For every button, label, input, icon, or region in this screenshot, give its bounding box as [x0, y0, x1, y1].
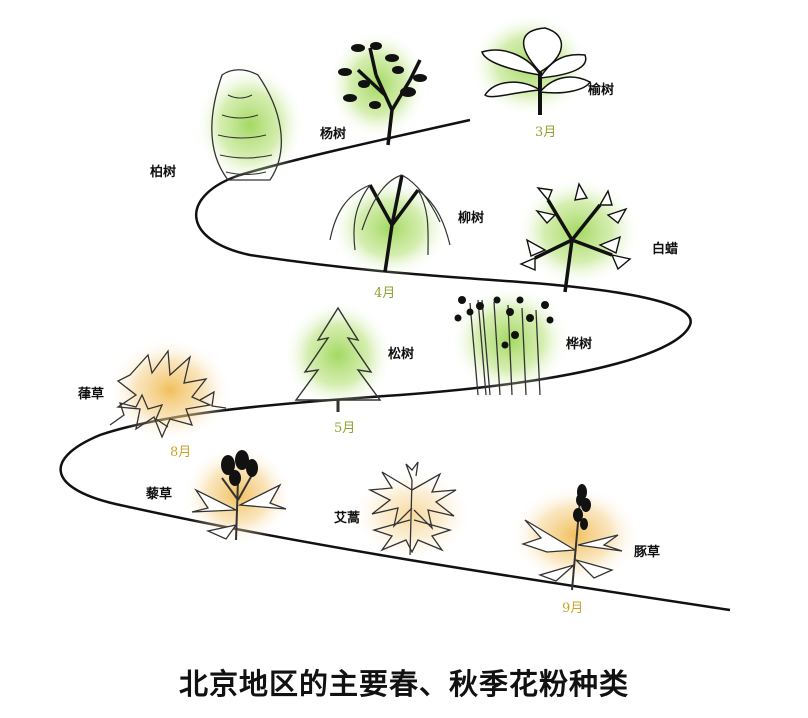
label-yang-shu: 杨树: [320, 126, 346, 142]
label-song-shu: 松树: [388, 346, 414, 362]
month-label-m8: 8月: [170, 445, 191, 460]
month-label-m9: 9月: [562, 601, 583, 616]
label-bai-shu: 柏树: [150, 164, 176, 180]
hop-illustration: [108, 338, 232, 442]
label-tun-cao: 豚草: [634, 544, 660, 560]
ragweed-illustration: [510, 484, 640, 591]
diagram-title: 北京地区的主要春、秋季花粉种类: [178, 667, 629, 701]
elm-illustration: [470, 13, 592, 117]
mugwort-illustration: [352, 461, 472, 560]
birch-illustration: [450, 285, 570, 396]
month-label-m3: 3月: [535, 125, 556, 140]
label-liu-shu: 柳树: [458, 210, 484, 226]
label-li-cao: 藜草: [145, 486, 172, 502]
timeline-path: [59, 118, 731, 612]
label-bai-la: 白蜡: [652, 241, 678, 257]
poplar-illustration: [328, 30, 428, 146]
ash-illustration: [516, 177, 640, 293]
label-yu-shu: 榆树: [588, 82, 614, 98]
willow-illustration: [329, 174, 451, 278]
goosefoot-illustration: [183, 445, 293, 545]
pine-illustration: [283, 300, 393, 412]
label-lv-cao: 葎草: [77, 386, 104, 402]
label-hua-shu: 桦树: [566, 336, 592, 352]
cypress-illustration: [195, 65, 305, 185]
label-ai-hao: 艾蒿: [334, 510, 360, 526]
month-label-m4: 4月: [374, 286, 395, 301]
month-label-m5: 5月: [334, 421, 355, 436]
